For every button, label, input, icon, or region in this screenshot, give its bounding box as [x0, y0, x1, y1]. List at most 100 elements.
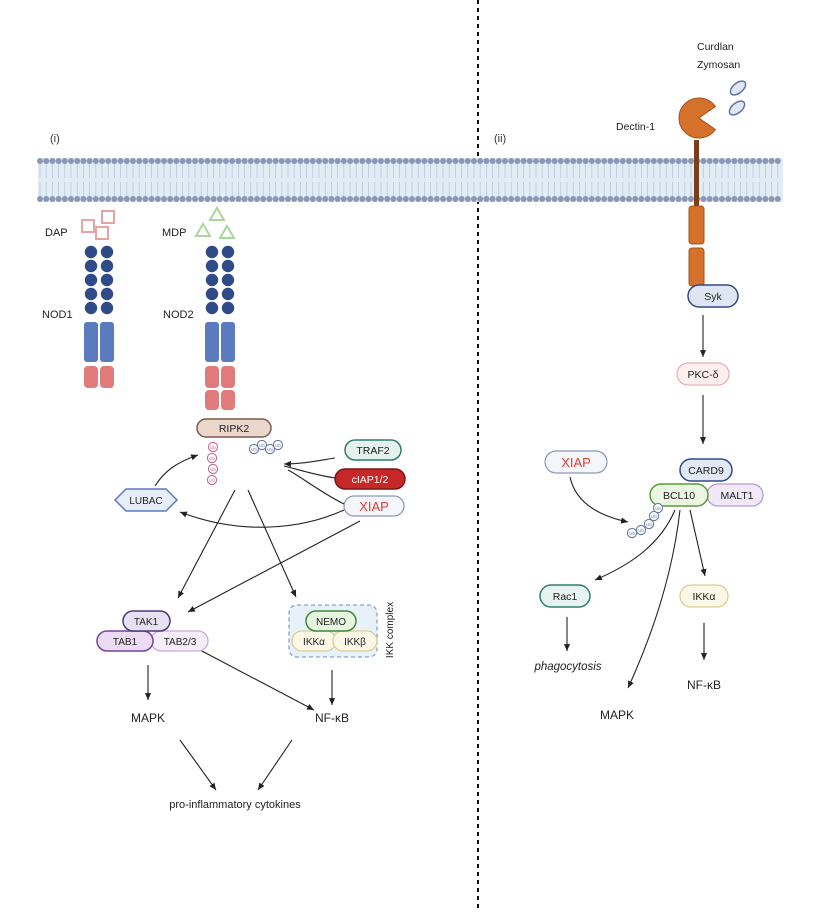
card-domain — [100, 259, 114, 273]
ubiquitin-icon: Ub — [256, 439, 268, 451]
glucan-ligand — [728, 80, 747, 116]
ubiquitin-icon: Ub — [264, 443, 276, 455]
mapk-label-i: MAPK — [131, 711, 165, 725]
lubac-node: LUBAC — [113, 488, 179, 512]
ubiquitin-icon: Ub — [272, 439, 284, 451]
tak1-complex: TAB2/3 TAB1 TAK1 — [96, 610, 209, 652]
card-domain — [205, 301, 219, 315]
bcl10-label: BCL10 — [663, 490, 695, 502]
card-domain — [221, 301, 235, 315]
cell-membrane — [37, 158, 783, 202]
nod1-receptor — [84, 245, 114, 388]
xiap-node-i: XIAP — [343, 495, 405, 517]
cbm-complex: MALT1 CARD9 BCL10 — [649, 458, 764, 507]
mapk-label-ii: MAPK — [600, 708, 634, 722]
ubiquitin-icon: Ub — [206, 452, 218, 464]
rac1-label: Rac1 — [553, 591, 578, 603]
ubiquitin-icon: Ub — [635, 524, 647, 536]
card-domain — [100, 301, 114, 315]
ikka-label-ii: IKKα — [693, 591, 716, 603]
xiap-node-ii: XIAP — [544, 450, 608, 474]
mdp-ligand — [194, 206, 236, 239]
nod2-receptor — [205, 245, 235, 410]
ripk2-label: RIPK2 — [219, 423, 250, 435]
card-domain — [100, 287, 114, 301]
card-domain — [84, 273, 98, 287]
tab1-label: TAB1 — [113, 637, 138, 648]
dap-ligand — [81, 210, 115, 240]
ikk-complex: IKKα IKKβ NEMO IKK complex — [288, 602, 396, 658]
rac1-node: Rac1 — [539, 584, 591, 608]
panel-ii-label: (ii) — [494, 133, 506, 145]
card9-label: CARD9 — [688, 465, 724, 477]
nemo-label: NEMO — [316, 617, 346, 628]
ubiquitin-icon: Ub — [626, 527, 638, 539]
lubac-label: LUBAC — [129, 496, 162, 507]
ubiquitin-icon: Ub — [206, 474, 218, 486]
svg-text:Ub: Ub — [275, 443, 281, 448]
ciap-node: cIAP1/2 — [334, 468, 406, 490]
syk-label: Syk — [704, 291, 722, 303]
ikka-label-i: IKKα — [303, 637, 325, 648]
ubiquitin-icon: Ub — [207, 441, 219, 453]
ikka-node-ii: IKKα — [679, 584, 729, 608]
panel-i-label: (i) — [50, 133, 60, 145]
curdlan-label: Curdlan — [697, 41, 734, 53]
ubiquitin-icon: Ub — [648, 510, 660, 522]
svg-text:Ub: Ub — [638, 528, 644, 533]
ubiquitin-icon: Ub — [248, 443, 260, 455]
card-domain — [84, 245, 98, 259]
zymosan-label: Zymosan — [697, 59, 740, 71]
card-domain — [221, 273, 235, 287]
ripk2-node: RIPK2 — [196, 418, 272, 438]
syk-node: Syk — [687, 284, 739, 308]
card-domain — [100, 273, 114, 287]
nfkb-label-ii: NF-κB — [687, 678, 721, 692]
traf2-node: TRAF2 — [344, 439, 402, 461]
nod2-label: NOD2 — [163, 309, 194, 321]
ikk-complex-label: IKK complex — [385, 602, 396, 658]
card-domain — [205, 259, 219, 273]
card-domain — [100, 245, 114, 259]
ikkb-label: IKKβ — [344, 637, 366, 648]
card-domain — [205, 287, 219, 301]
svg-text:Ub: Ub — [209, 456, 215, 461]
card-domain — [84, 301, 98, 315]
card-domain — [84, 259, 98, 273]
svg-text:Ub: Ub — [629, 531, 635, 536]
svg-text:Ub: Ub — [210, 445, 216, 450]
nfkb-label-i: NF-κB — [315, 711, 349, 725]
svg-text:Ub: Ub — [251, 447, 257, 452]
ubiquitin-icon: Ub — [652, 502, 664, 514]
phagocytosis-label: phagocytosis — [533, 661, 601, 673]
arrows-panel-ii — [563, 315, 708, 689]
svg-text:Ub: Ub — [210, 467, 216, 472]
svg-text:Ub: Ub — [267, 447, 273, 452]
arrows-panel-i — [144, 454, 361, 791]
pkc-node: PKC-δ — [676, 362, 730, 386]
dap-label: DAP — [45, 227, 68, 239]
ciap-label: cIAP1/2 — [352, 474, 389, 486]
card-domain — [221, 245, 235, 259]
dectin-label: Dectin-1 — [616, 121, 655, 133]
svg-text:Ub: Ub — [651, 514, 657, 519]
card-domain — [205, 273, 219, 287]
svg-text:Ub: Ub — [655, 506, 661, 511]
ubiquitin-icon: Ub — [643, 518, 655, 530]
cytokines-label: pro-inflammatory cytokines — [169, 799, 301, 811]
svg-text:Ub: Ub — [209, 478, 215, 483]
dectin-1-receptor — [678, 97, 717, 287]
card-domain — [221, 259, 235, 273]
svg-text:Ub: Ub — [259, 443, 265, 448]
malt1-label: MALT1 — [720, 490, 753, 502]
mdp-label: MDP — [162, 227, 186, 239]
svg-text:Ub: Ub — [646, 522, 652, 527]
xiap-label-ii: XIAP — [561, 455, 591, 470]
traf2-label: TRAF2 — [356, 445, 389, 457]
card-domain — [84, 287, 98, 301]
ubiquitin-icon: Ub — [207, 463, 219, 475]
card-domain — [221, 287, 235, 301]
